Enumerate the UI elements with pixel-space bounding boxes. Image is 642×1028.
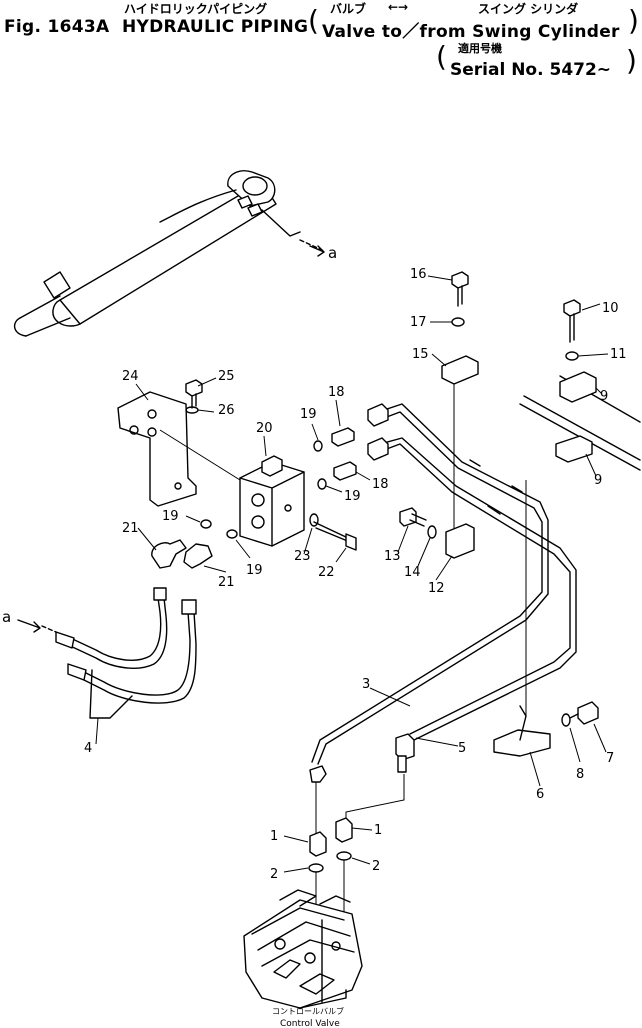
- ref-a-bottom: a: [2, 608, 11, 626]
- callout-14: 14: [404, 565, 421, 580]
- callout-18a: 18: [328, 385, 345, 400]
- subtitle-japanese-arrow: ←→: [388, 0, 409, 14]
- callout-4: 4: [84, 741, 92, 756]
- callout-24: 24: [122, 369, 139, 384]
- callout-12: 12: [428, 581, 445, 596]
- swing-valve: [239, 455, 305, 547]
- callout-leaders: [95, 275, 609, 873]
- open-paren: (: [308, 4, 319, 37]
- callout-21a: 21: [122, 521, 139, 536]
- callout-19a: 19: [300, 407, 317, 422]
- figure-number: Fig. 1643A: [4, 17, 110, 37]
- callout-6: 6: [536, 787, 544, 802]
- callout-19c: 19: [162, 509, 179, 524]
- close-paren: ): [628, 4, 639, 37]
- callout-19b: 19: [344, 489, 361, 504]
- serial-close-paren: ): [626, 44, 637, 77]
- ref-a-top: a: [328, 244, 337, 262]
- callout-3: 3: [362, 677, 370, 692]
- callout-8: 8: [576, 767, 584, 782]
- callout-17: 17: [410, 315, 427, 330]
- callout-9a: 9: [600, 389, 608, 404]
- callout-numbers: 1 1 2 2 3 4 5 6 7 8 9 9 10 11 12 13 14 1…: [84, 267, 627, 882]
- callout-23: 23: [294, 549, 311, 564]
- callout-25: 25: [218, 369, 235, 384]
- callout-9b: 9: [594, 473, 602, 488]
- callout-5: 5: [458, 741, 466, 756]
- control-valve-label: Control Valve: [280, 1019, 340, 1028]
- callout-2a: 2: [270, 867, 278, 882]
- callout-11: 11: [610, 347, 627, 362]
- callout-13: 13: [384, 549, 401, 564]
- serial-number: Serial No. 5472~: [450, 60, 612, 80]
- subtitle-english: Valve to／from Swing Cylinder: [322, 22, 620, 42]
- subtitle-japanese-1: バルブ: [330, 2, 367, 16]
- callout-22: 22: [318, 565, 335, 580]
- callout-20: 20: [256, 421, 273, 436]
- control-valve: [243, 889, 363, 1009]
- figure-title: HYDRAULIC PIPING: [122, 17, 309, 37]
- figure-title-japanese: ハイドロリックパイピング: [124, 2, 268, 16]
- callout-2b: 2: [372, 859, 380, 874]
- callout-10: 10: [602, 301, 619, 316]
- callout-15: 15: [412, 347, 429, 362]
- bolt-25: [185, 379, 203, 414]
- control-valve-label-japanese: コントロールバルブ: [272, 1006, 344, 1016]
- valve-bracket: [117, 391, 197, 507]
- callout-7: 7: [606, 751, 614, 766]
- callout-1a: 1: [270, 829, 278, 844]
- callout-19d: 19: [246, 563, 263, 578]
- callout-18b: 18: [372, 477, 389, 492]
- callout-21b: 21: [218, 575, 235, 590]
- callout-1b: 1: [374, 823, 382, 838]
- swing-cylinder: [13, 170, 323, 337]
- pipes: [309, 403, 577, 783]
- serial-open-paren: (: [436, 40, 447, 73]
- subtitle-japanese-2: スイング シリンダ: [478, 2, 579, 16]
- serial-label-japanese: 適用号機: [458, 42, 502, 55]
- callout-16: 16: [410, 267, 427, 282]
- hoses: [41, 587, 197, 719]
- callout-26: 26: [218, 403, 235, 418]
